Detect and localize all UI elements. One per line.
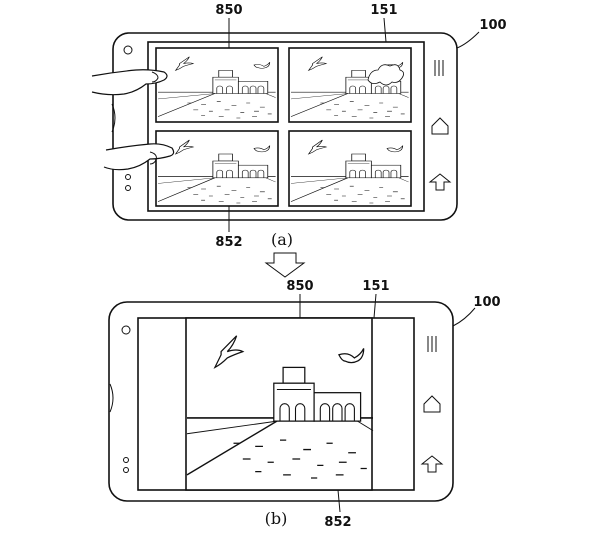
sensor-icon xyxy=(125,185,131,191)
menu-icon[interactable] xyxy=(427,336,437,352)
label-100-b: 100 xyxy=(473,295,500,310)
label-100-a: 100 xyxy=(479,18,506,33)
phone-body-b xyxy=(108,301,454,502)
finger-bottom xyxy=(103,143,175,171)
sensor-icon xyxy=(123,467,129,473)
caption-a: (a) xyxy=(271,230,293,249)
label-151-b: 151 xyxy=(362,279,389,294)
label-852-b: 852 xyxy=(324,515,351,530)
label-850-b: 850 xyxy=(286,279,313,294)
back-icon[interactable] xyxy=(420,455,444,473)
thumbnail-4[interactable] xyxy=(288,130,412,207)
label-850-a: 850 xyxy=(215,3,242,18)
home-icon[interactable] xyxy=(423,395,441,413)
camera-icon xyxy=(121,325,131,335)
caption-b: (b) xyxy=(265,509,288,528)
screen-a xyxy=(147,41,425,212)
thumbnail-2[interactable] xyxy=(288,47,412,123)
phone-body-a xyxy=(112,32,458,221)
back-icon[interactable] xyxy=(428,173,452,191)
cloud-icon xyxy=(367,64,404,86)
sensor-icon xyxy=(123,457,129,463)
thumbnail-850[interactable] xyxy=(155,47,279,123)
down-arrow-icon xyxy=(264,252,306,278)
sensor-icon xyxy=(125,174,131,180)
thumbnail-852[interactable] xyxy=(155,130,279,207)
enlarged-image-850[interactable] xyxy=(185,317,374,491)
camera-icon xyxy=(123,45,133,55)
finger-top xyxy=(91,69,168,96)
label-852-a: 852 xyxy=(215,235,242,250)
figure-a: 850 151 100 852 (a) xyxy=(91,3,507,250)
menu-icon[interactable] xyxy=(434,60,444,76)
figure-b: 850 151 100 852 (b) xyxy=(108,279,501,530)
home-icon[interactable] xyxy=(431,117,449,135)
label-151-a: 151 xyxy=(370,3,397,18)
